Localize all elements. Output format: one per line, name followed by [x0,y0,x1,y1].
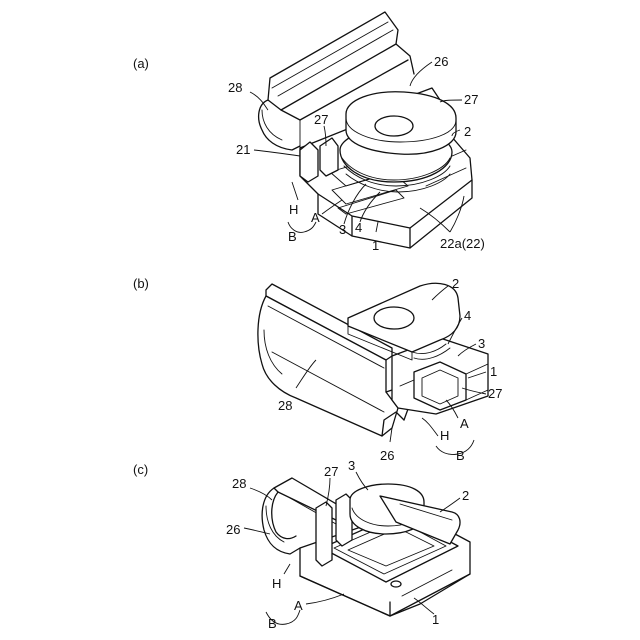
panel-c-label-28: 28 [232,476,246,491]
panel-a-label-21: 21 [236,142,250,157]
panel-c-label-26: 26 [226,522,240,537]
panel-a-label-B: B [288,229,297,244]
panel-c-label-B: B [268,616,277,631]
panel-b-label-2: 2 [452,276,459,291]
panel-c-label-3: 3 [348,458,355,473]
panel-a-label-A: A [311,210,320,225]
panel-a-label-22a: 22a(22) [440,236,485,251]
panel-c-label-27: 27 [324,464,338,479]
panel-b-label-B: B [456,448,465,463]
panel-a: (a) [133,12,485,253]
panel-a-label-4: 4 [355,220,362,235]
panel-a-label-26: 26 [434,54,448,69]
panel-a-label: (a) [133,56,149,71]
panel-c-label-1: 1 [432,612,439,627]
panel-a-label-27-right: 27 [464,92,478,107]
panel-b-label-27: 27 [488,386,502,401]
panel-c-label-2: 2 [462,488,469,503]
panel-a-label-28: 28 [228,80,242,95]
panel-b: (b) [133,276,502,463]
panel-b-label-4: 4 [464,308,471,323]
panel-c-label-A: A [294,598,303,613]
panel-a-label-H: H [289,202,298,217]
panel-b-label-A: A [460,416,469,431]
panel-c: (c) [133,458,470,631]
panel-c-label: (c) [133,462,148,477]
panel-b-label-H: H [440,428,449,443]
panel-b-label-1: 1 [490,364,497,379]
panel-a-label-27-left: 27 [314,112,328,127]
panel-b-label-3: 3 [478,336,485,351]
panel-b-label: (b) [133,276,149,291]
panel-a-label-1: 1 [372,238,379,253]
panel-b-label-26: 26 [380,448,394,463]
panel-b-label-28: 28 [278,398,292,413]
panel-a-label-3: 3 [339,222,346,237]
panel-c-label-H: H [272,576,281,591]
panel-a-cap-2 [346,92,456,155]
panel-a-label-2: 2 [464,124,471,139]
